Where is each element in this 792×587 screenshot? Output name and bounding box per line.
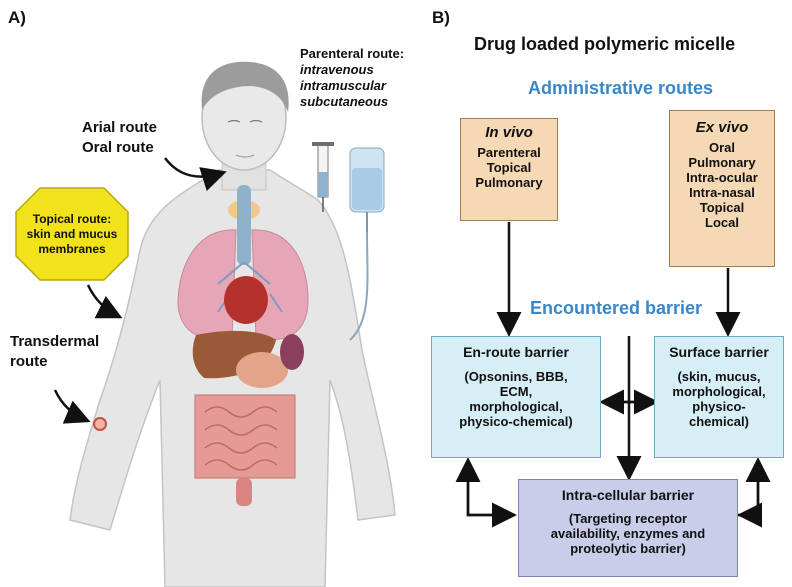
ex-vivo-item: Oral [708,140,735,155]
parenteral-title: Parenteral route: [300,46,405,61]
oral-route-text: Oral route [82,139,154,156]
en-route-to-intra-arrow [466,460,517,528]
panel-b-label: B) [432,8,450,27]
topical-line: skin and mucus [26,227,118,241]
topical-line: membranes [38,242,106,256]
intra-item: (Targeting receptor [568,511,688,526]
topical-route-label: Topical route: skin and mucus membranes [20,212,124,257]
parenteral-item: intramuscular [300,78,386,93]
oral-route-arrow [164,157,227,191]
in-vivo-item: Parenteral [477,145,541,160]
en-route-item: ECM, [499,384,533,399]
ex-vivo-box: Ex vivo Oral Pulmonary Intra-ocular Intr… [669,110,775,267]
en-route-item: morphological, [469,399,563,414]
encountered-barrier-heading: Encountered barrier [530,298,703,318]
transdermal-route-label: Transdermal route [10,332,99,372]
syringe-icon [312,142,334,212]
surface-item: morphological, [672,384,766,399]
ex-vivo-item: Intra-nasal [689,185,755,200]
intra-item: availability, enzymes and [550,526,706,541]
arial-oral-route-label: Arial route Oral route [82,118,157,158]
administrative-routes-heading: Administrative routes [528,78,714,98]
transdermal-patch-icon [93,417,107,431]
parenteral-route-label: Parenteral route: intravenous intramuscu… [300,46,404,110]
arial-route-text: Arial route [82,119,158,136]
in-vivo-title: In vivo [485,124,533,141]
panel-b-title: Drug loaded polymeric micelle [474,34,736,54]
parenteral-item: subcutaneous [300,94,389,109]
en-route-item: physico-chemical) [459,414,573,429]
ex-vivo-item: Topical [699,200,745,215]
human-body-figure [69,61,396,587]
transdermal-route-arrow [53,389,91,424]
ex-vivo-item: Pulmonary [688,155,756,170]
panel-b-connectors [455,222,771,528]
surface-barrier-box: Surface barrier (skin, mucus, morphologi… [654,336,784,458]
intra-to-surface-arrow [738,457,771,517]
intra-to-en-route-arrow [455,457,515,517]
en-route-title: En-route barrier [463,344,569,360]
transdermal-line: route [10,353,48,370]
topical-route-octagon [15,187,129,281]
organs [177,185,309,506]
intra-cellular-barrier-box: Intra-cellular barrier (Targeting recept… [518,479,738,577]
in-vivo-box: In vivo Parenteral Topical Pulmonary [460,118,558,221]
en-route-barrier-box: En-route barrier (Opsonins, BBB, ECM, mo… [431,336,601,458]
en-route-item: (Opsonins, BBB, [464,369,568,384]
topical-line: Topical route: [32,212,112,226]
surface-to-intra-arrow [737,460,762,528]
panel-a-label: A) [8,8,26,27]
ex-vivo-item: Local [705,215,739,230]
surface-item: chemical) [689,414,749,429]
surface-item: (skin, mucus, [677,369,761,384]
surface-title: Surface barrier [669,344,769,360]
in-vivo-item: Topical [486,160,532,175]
surface-item: physico- [692,399,746,414]
ex-vivo-item: Intra-ocular [686,170,758,185]
parenteral-item: intravenous [300,62,374,77]
intra-title: Intra-cellular barrier [561,487,695,503]
topical-route-arrow [86,284,123,319]
iv-bag-icon [349,147,385,341]
intra-item: proteolytic barrier) [570,541,686,556]
in-vivo-item: Pulmonary [475,175,543,190]
transdermal-line: Transdermal [10,333,100,350]
ex-vivo-title: Ex vivo [695,119,749,136]
